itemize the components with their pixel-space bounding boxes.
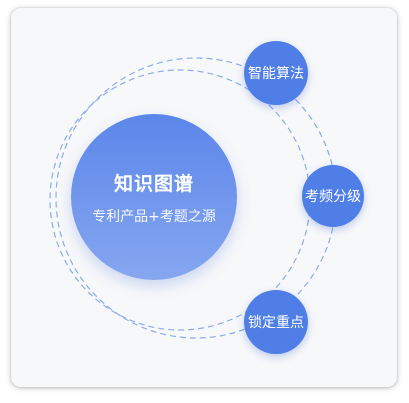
node-lock-key-points: 锁定重点	[244, 290, 308, 354]
center-title: 知识图谱	[113, 172, 194, 195]
node-frequency-grading: 考频分级	[302, 165, 364, 227]
knowledge-graph-center-circle: 知识图谱 专利产品+考题之源	[71, 114, 237, 280]
center-subtitle: 专利产品+考题之源	[92, 208, 216, 225]
node-smart-algorithm: 智能算法	[244, 41, 308, 105]
